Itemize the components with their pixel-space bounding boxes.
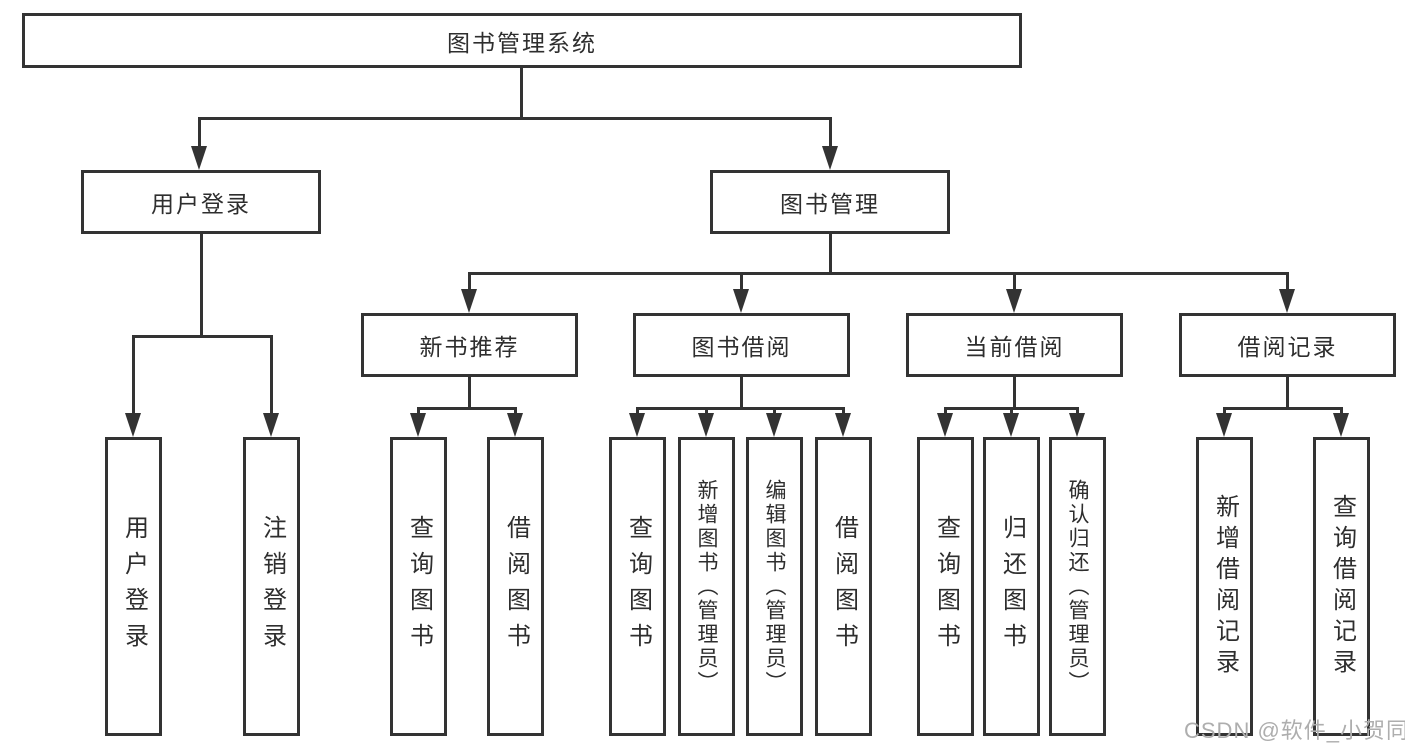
connector-vline	[132, 335, 135, 415]
connector-hline	[132, 335, 273, 338]
leaf-label: 查询图书	[405, 514, 433, 659]
leaf-label: 查询图书	[932, 514, 960, 659]
connector-vline	[1223, 407, 1226, 417]
node-label: 新书推荐	[419, 334, 520, 360]
connector-vline	[829, 117, 832, 148]
leaf-label: 归还图书	[998, 514, 1026, 659]
arrow-down-icon	[461, 289, 477, 313]
arrow-down-icon	[1006, 289, 1022, 313]
leaf-add-borrow-record: 新增借阅记录	[1196, 437, 1253, 736]
leaf-query-borrow-record: 查询借阅记录	[1313, 437, 1370, 736]
leaf-label: 确认归还（管理员）	[1066, 478, 1089, 695]
node-book-management: 图书管理	[710, 170, 950, 234]
leaf-label: 查询图书	[624, 514, 652, 659]
connector-hline	[198, 117, 832, 120]
connector-vline	[1013, 377, 1016, 407]
connector-vline	[1013, 272, 1016, 292]
node-current-borrow: 当前借阅	[906, 313, 1123, 377]
leaf-borrow-books-recommend: 借阅图书	[487, 437, 544, 736]
arrow-down-icon	[1333, 413, 1349, 437]
connector-vline	[740, 272, 743, 292]
connector-vline	[705, 407, 708, 417]
node-label: 用户登录	[151, 191, 251, 217]
arrow-down-icon	[125, 413, 141, 437]
connector-vline	[829, 233, 832, 272]
node-user-login: 用户登录	[81, 170, 321, 234]
leaf-return-books: 归还图书	[983, 437, 1040, 736]
leaf-label: 借阅图书	[502, 514, 530, 659]
leaf-label: 借阅图书	[830, 514, 858, 659]
node-label: 当前借阅	[964, 334, 1065, 360]
connector-hline	[468, 272, 1289, 275]
arrow-down-icon	[835, 413, 851, 437]
connector-vline	[773, 407, 776, 417]
arrow-down-icon	[1279, 289, 1295, 313]
node-label: 图书管理	[780, 191, 880, 217]
connector-vline	[1010, 407, 1013, 417]
arrow-down-icon	[1003, 413, 1019, 437]
leaf-label: 编辑图书（管理员）	[763, 478, 786, 695]
arrow-down-icon	[822, 146, 838, 170]
arrow-down-icon	[191, 146, 207, 170]
connector-hline	[417, 407, 517, 410]
leaf-query-books-current: 查询图书	[917, 437, 974, 736]
connector-vline	[198, 117, 201, 148]
arrow-down-icon	[1069, 413, 1085, 437]
connector-vline	[200, 233, 203, 335]
leaf-label: 用户登录	[120, 514, 148, 659]
connector-vline	[1286, 377, 1289, 407]
connector-vline	[740, 377, 743, 407]
arrow-down-icon	[1216, 413, 1232, 437]
connector-vline	[514, 407, 517, 417]
connector-vline	[417, 407, 420, 417]
connector-vline	[1286, 272, 1289, 292]
node-system-root: 图书管理系统	[22, 13, 1022, 68]
node-label: 借阅记录	[1237, 334, 1338, 360]
node-borrow-record: 借阅记录	[1179, 313, 1396, 377]
arrow-down-icon	[507, 413, 523, 437]
connector-vline	[1076, 407, 1079, 417]
leaf-label: 注销登录	[258, 514, 286, 659]
connector-hline	[1223, 407, 1343, 410]
arrow-down-icon	[766, 413, 782, 437]
connector-vline	[944, 407, 947, 417]
connector-hline	[636, 407, 845, 410]
node-label: 图书管理系统	[447, 29, 597, 56]
arrow-down-icon	[263, 413, 279, 437]
node-book-borrow: 图书借阅	[633, 313, 850, 377]
arrow-down-icon	[629, 413, 645, 437]
leaf-add-books-admin: 新增图书（管理员）	[678, 437, 735, 736]
leaf-user-login: 用户登录	[105, 437, 162, 736]
leaf-query-books-recommend: 查询图书	[390, 437, 447, 736]
leaf-query-books-borrow: 查询图书	[609, 437, 666, 736]
leaf-confirm-return-admin: 确认归还（管理员）	[1049, 437, 1106, 736]
arrow-down-icon	[733, 289, 749, 313]
connector-vline	[842, 407, 845, 417]
leaf-label: 新增图书（管理员）	[695, 478, 718, 695]
node-label: 图书借阅	[691, 334, 792, 360]
leaf-edit-books-admin: 编辑图书（管理员）	[746, 437, 803, 736]
connector-vline	[636, 407, 639, 417]
node-new-book-recommend: 新书推荐	[361, 313, 578, 377]
connector-vline	[468, 272, 471, 292]
arrow-down-icon	[698, 413, 714, 437]
leaf-label: 查询借阅记录	[1328, 493, 1356, 680]
leaf-borrow-books: 借阅图书	[815, 437, 872, 736]
csdn-watermark: CSDN @软件_小贺同学	[1184, 718, 1405, 743]
connector-vline	[520, 68, 523, 117]
connector-vline	[468, 377, 471, 407]
leaf-logout: 注销登录	[243, 437, 300, 736]
connector-vline	[1340, 407, 1343, 417]
arrow-down-icon	[410, 413, 426, 437]
leaf-label: 新增借阅记录	[1211, 493, 1239, 680]
arrow-down-icon	[937, 413, 953, 437]
connector-vline	[270, 335, 273, 415]
